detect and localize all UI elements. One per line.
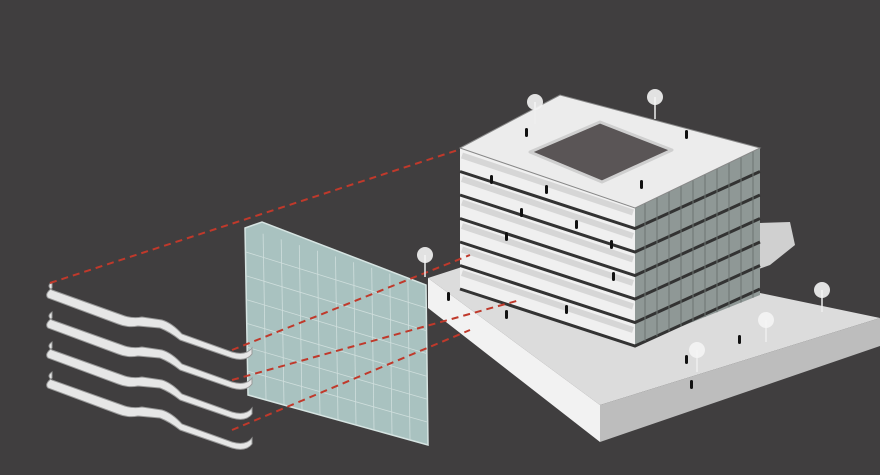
floor-plate [46,281,253,360]
person [738,335,741,344]
tree [814,282,830,312]
tree [689,342,705,372]
person [505,232,508,241]
slab-shadow [461,246,634,310]
mullion [262,233,267,401]
slab-shadow [461,270,634,333]
projection-lines [49,149,521,431]
person [525,128,528,137]
slab-shadow [461,176,634,239]
person [545,185,548,194]
mullion [335,256,339,421]
person [640,180,643,189]
person [575,220,578,229]
floor-slab-edge [459,264,761,325]
floor-plate [46,341,253,420]
mullion [280,239,285,406]
mullion [353,262,357,426]
slab-shadow [461,152,634,216]
tree [527,94,543,124]
tree [758,312,774,342]
person [612,272,615,281]
floor-plate [46,371,253,450]
roof-pool [528,120,674,184]
trees [417,89,830,372]
floor-slab-edge [459,170,761,231]
building [458,94,762,348]
mullion [298,245,303,411]
slab-shadow [461,199,634,263]
person [505,310,508,319]
person [685,355,688,364]
person [565,305,568,314]
floor-slab-edge [459,240,761,301]
floor-plate [46,311,253,390]
person [490,175,493,184]
mullion [389,273,393,436]
people [447,128,741,389]
tree [417,247,433,277]
floor-plates [46,281,253,450]
person [447,292,450,301]
mullion [407,279,411,441]
person [610,240,613,249]
floor-slab-edge [459,287,761,348]
curtain-wall-panel [244,221,429,446]
slab-shadow [461,223,634,286]
floor-slab-edge [459,217,761,278]
tree [647,89,663,119]
person [685,130,688,139]
floor-slab-edge [459,193,761,254]
person [690,380,693,389]
mullion [317,250,321,416]
person [520,208,523,217]
